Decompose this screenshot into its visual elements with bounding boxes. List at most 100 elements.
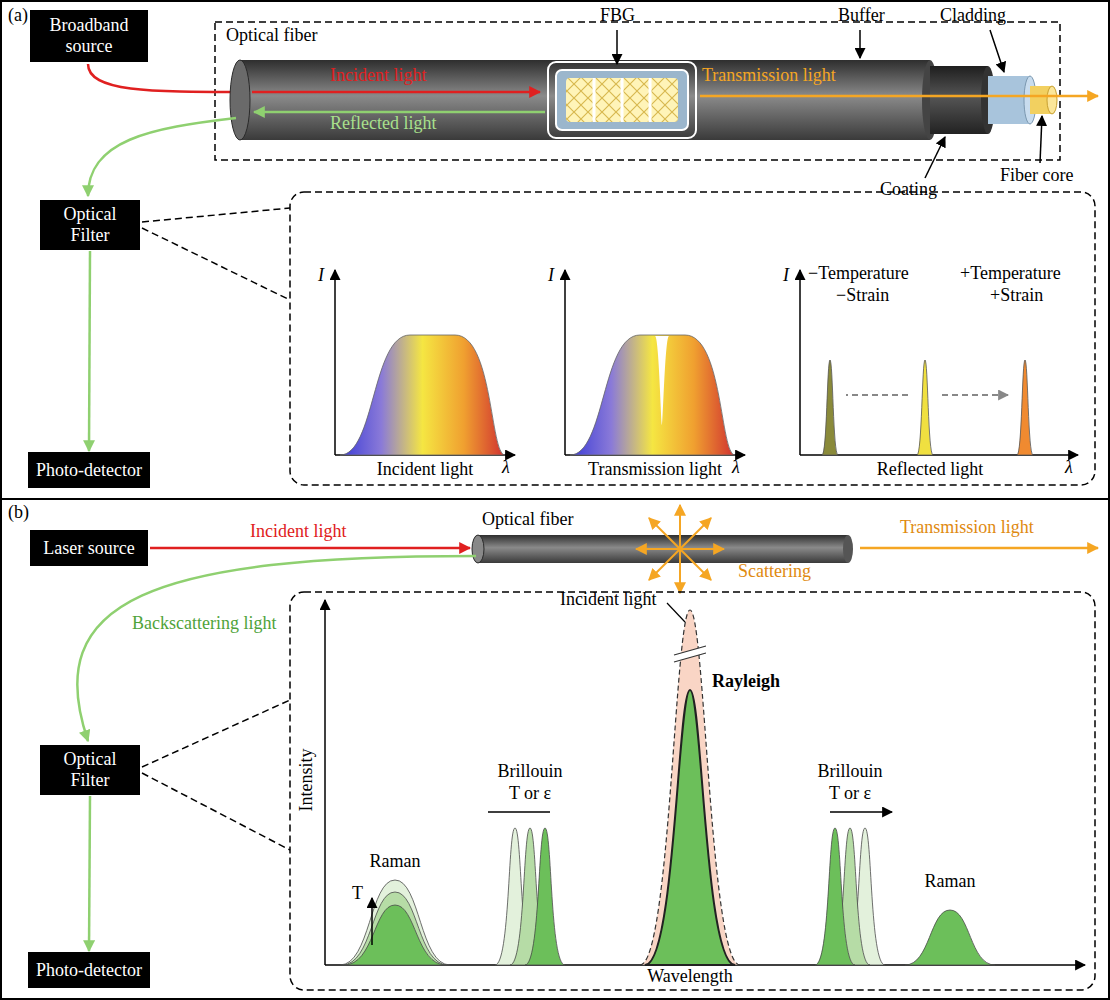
box-text: Laser source xyxy=(43,538,134,559)
panel-frame xyxy=(1,499,1109,999)
signal-arrow xyxy=(89,251,90,451)
scattering-arrows xyxy=(679,549,681,593)
axis-label: λ xyxy=(1065,458,1073,478)
light-arrows xyxy=(88,92,1098,196)
shift-label: T or ε xyxy=(829,784,871,804)
light-label: Incident light xyxy=(250,522,346,542)
raman-peaks xyxy=(340,880,450,965)
optical-fiber xyxy=(472,535,484,563)
panel-frame xyxy=(1,1,1109,499)
scattering-arrows xyxy=(680,548,724,550)
scattering-arrows xyxy=(636,505,724,593)
callout-region xyxy=(290,192,1095,485)
light-arrows xyxy=(77,548,1098,741)
laser-arrow xyxy=(150,548,470,549)
spectrum-axes xyxy=(335,270,1078,455)
fbg-grating xyxy=(566,78,678,122)
part-name: Fiber core xyxy=(1000,166,1073,186)
peak-label: Incident light xyxy=(560,590,656,610)
rayleigh-peak xyxy=(645,690,735,965)
shift-label: −Strain xyxy=(836,286,889,306)
reflected-peaks xyxy=(822,360,1033,455)
part-name: Cladding xyxy=(940,6,1006,26)
part-name: Optical fiber xyxy=(482,510,573,530)
device-box: Photo-detector xyxy=(28,952,150,988)
scattering-arrows xyxy=(636,548,680,550)
axis-label: Intensity xyxy=(297,749,317,812)
axis-label: Wavelength xyxy=(647,967,733,987)
light-label: Reflected light xyxy=(330,114,436,134)
broadband-spectrum xyxy=(340,335,735,455)
reflected-peaks xyxy=(1017,360,1033,455)
box-text: Optical Filter xyxy=(46,749,134,790)
device-box: Optical Filter xyxy=(40,200,140,250)
rayleigh-peak xyxy=(640,603,740,965)
signal-arrow xyxy=(89,796,90,951)
leader-lines xyxy=(616,30,618,64)
axis-label: λ xyxy=(732,458,740,478)
laser-arrow xyxy=(150,547,470,550)
box-text: Photo-detector xyxy=(36,960,142,981)
reflected-peaks xyxy=(846,394,1008,396)
fiber-dashed-frame xyxy=(215,22,1060,160)
reflected-peaks xyxy=(917,360,933,455)
light-label: Transmission light xyxy=(900,518,1034,538)
light-arrows xyxy=(860,547,1098,550)
scattering-arrows xyxy=(649,518,680,549)
axis-label: I xyxy=(548,266,554,286)
fbg-grating xyxy=(548,62,696,138)
peak-label: Raman xyxy=(370,852,421,872)
optical-fiber xyxy=(930,66,988,134)
source-arrow xyxy=(88,64,244,92)
shift-label: +Temperature xyxy=(960,264,1061,284)
peak-label: Brillouin xyxy=(817,762,882,782)
light-arrows xyxy=(254,111,545,114)
rayleigh-peak xyxy=(674,646,706,662)
optical-fiber xyxy=(1047,86,1057,114)
shift-label: T or ε xyxy=(509,784,551,804)
raman-peaks xyxy=(905,910,995,965)
shift-label: +Strain xyxy=(990,286,1043,306)
axis-label: I xyxy=(783,266,789,286)
leader-lines xyxy=(859,30,861,58)
broadband-spectrum xyxy=(655,336,669,425)
leader-lines xyxy=(990,30,1004,72)
plot-caption: Transmission light xyxy=(588,460,722,480)
fiber-dashed-frame xyxy=(215,22,1060,160)
spectrum-axes xyxy=(564,270,566,455)
reflected-peaks xyxy=(822,360,838,455)
fbg-grating xyxy=(594,78,650,122)
peak-label: Rayleigh xyxy=(712,672,780,692)
spectrum-axes xyxy=(324,600,326,965)
spectrum-axes xyxy=(334,270,336,455)
spectrum-axes xyxy=(325,600,1085,965)
part-name: Buffer xyxy=(838,6,885,26)
light-label: Scattering xyxy=(738,562,811,582)
plot-caption: Reflected light xyxy=(877,460,983,480)
optical-fiber xyxy=(843,535,853,563)
raman-peaks xyxy=(344,905,446,965)
spectrum-axes xyxy=(799,270,801,455)
axis-label: λ xyxy=(502,458,510,478)
brillouin-peaks xyxy=(525,828,565,965)
device-box: Photo-detector xyxy=(28,452,150,488)
panel-label: (b) xyxy=(8,503,29,523)
fbg-grating xyxy=(556,70,688,130)
part-name: Coating xyxy=(880,180,937,200)
panel-label: (a) xyxy=(8,6,28,26)
device-box: Broadband source xyxy=(30,10,148,62)
callout-region xyxy=(290,592,1095,990)
peak-label: Brillouin xyxy=(497,762,562,782)
part-name: Optical fiber xyxy=(226,26,317,46)
shift-label: T xyxy=(352,884,363,904)
fbg-grating xyxy=(566,78,678,122)
callout-region xyxy=(142,208,290,300)
light-label: Backscattering light xyxy=(132,614,276,634)
rayleigh-peak xyxy=(667,603,685,622)
box-text: Broadband source xyxy=(36,15,142,56)
optical-fiber xyxy=(230,60,250,140)
